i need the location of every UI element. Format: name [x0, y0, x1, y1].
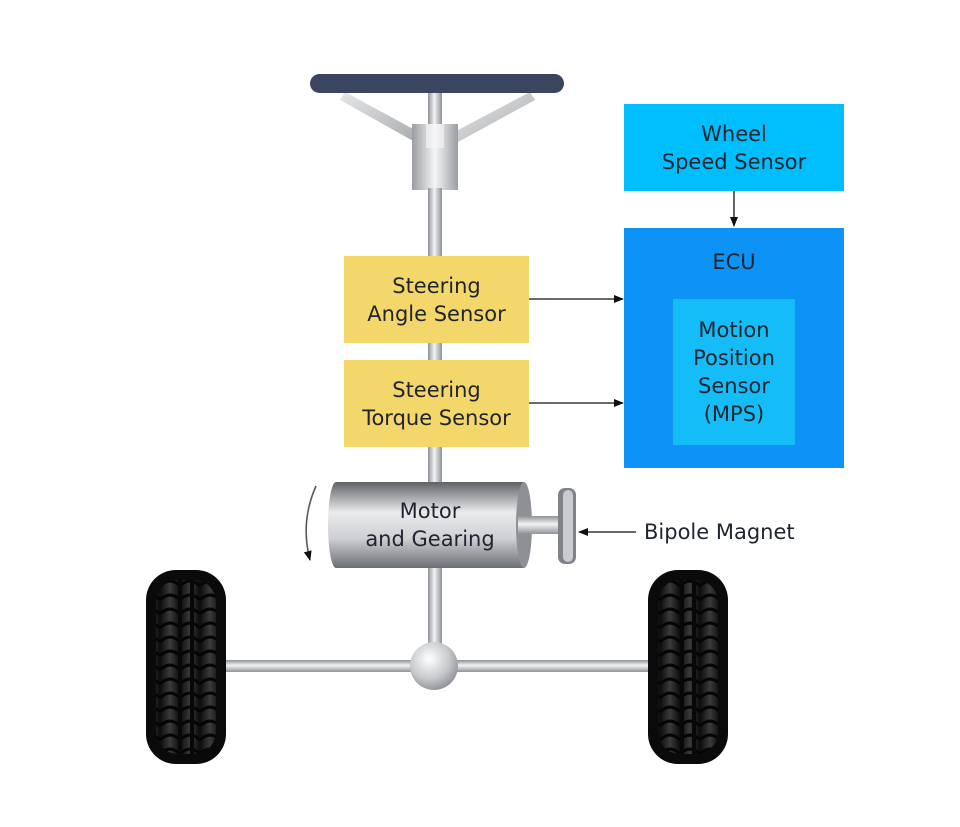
motor-cylinder: [328, 482, 532, 568]
rotation-arrow-icon: [303, 485, 317, 561]
bipole-magnet-disc: [558, 488, 576, 564]
motor-gearing-label: Motor and Gearing: [365, 499, 495, 551]
magnet-shaft: [518, 516, 562, 534]
motion-position-sensor-box: Motion Position Sensor (MPS): [673, 299, 795, 445]
ecu-label: ECU: [712, 250, 756, 274]
bipole-magnet-label: Bipole Magnet: [644, 520, 795, 544]
steering-torque-sensor-box: Steering Torque Sensor: [344, 360, 529, 447]
steering-wheel-icon: [310, 74, 564, 190]
steering-angle-sensor-box: Steering Angle Sensor: [344, 256, 529, 343]
right-tire-icon: [648, 570, 728, 764]
wheel-speed-sensor-box: Wheel Speed Sensor: [624, 104, 844, 191]
axle-joint: [410, 642, 458, 690]
left-tire-icon: [146, 570, 226, 764]
